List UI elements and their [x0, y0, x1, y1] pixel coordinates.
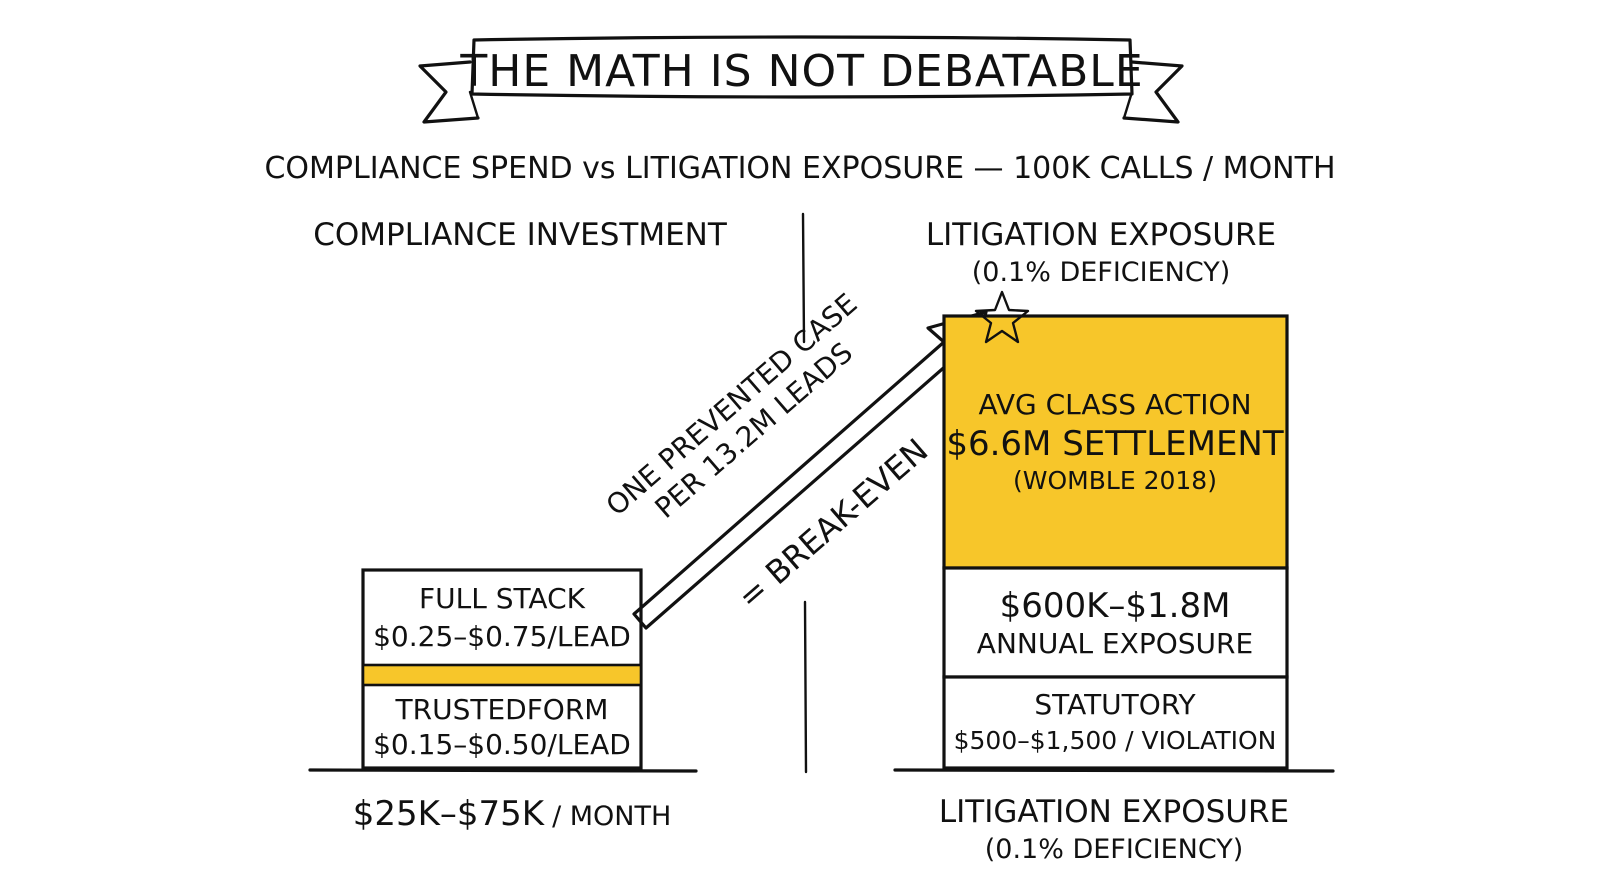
class-action-block — [942, 314, 1289, 570]
banner-fold-right — [1122, 90, 1134, 120]
diagram-subtitle: COMPLIANCE SPEND vs LITIGATION EXPOSURE … — [264, 151, 1335, 186]
exposure-stack: AVG CLASS ACTION $6.6M SETTLEMENT (WOMBL… — [942, 290, 1289, 770]
banner-title: THE MATH IS NOT DEBATABLE — [459, 46, 1143, 97]
annual-exposure-block — [942, 566, 1289, 679]
arrow-result: = BREAK-EVEN — [730, 431, 935, 616]
center-divider-top — [801, 212, 806, 344]
banner-fold-left — [468, 90, 480, 120]
statutory-block — [942, 675, 1289, 770]
compliance-accent-band — [361, 663, 643, 687]
banner-ribbon-left-tail — [418, 60, 480, 124]
statutory-range: $500–$1,500 / VIOLATION — [954, 726, 1277, 755]
annual-exposure-value: $600K–$1.8M — [1000, 586, 1231, 626]
center-divider-bottom — [803, 600, 808, 774]
star-icon — [974, 290, 1030, 344]
right-footer: LITIGATION EXPOSURE — [939, 794, 1289, 830]
right-heading-sub: (0.1% DEFICIENCY) — [972, 257, 1231, 288]
title-banner: THE MATH IS NOT DEBATABLE — [418, 35, 1184, 124]
break-even-arrow: ONE PREVENTED CASE PER 13.2M LEADS = BRE… — [600, 287, 988, 630]
left-heading: COMPLIANCE INVESTMENT — [313, 217, 728, 253]
break-even-label: = BREAK-EVEN — [730, 431, 935, 616]
right-heading: LITIGATION EXPOSURE — [926, 217, 1276, 253]
annual-exposure-label: ANNUAL EXPOSURE — [977, 627, 1253, 660]
banner-body — [470, 35, 1134, 99]
class-action-line-1: AVG CLASS ACTION — [978, 388, 1251, 421]
class-action-source: (WOMBLE 2018) — [1013, 466, 1217, 495]
compliance-stack: FULL STACK $0.25–$0.75/LEAD TRUSTEDFORM … — [361, 568, 643, 770]
full-stack-price: $0.25–$0.75/LEAD — [373, 620, 631, 653]
total-unit: / MONTH — [552, 801, 671, 832]
trustedform-title: TRUSTEDFORM — [395, 693, 609, 726]
banner-ribbon-right-tail — [1122, 60, 1184, 124]
statutory-title: STATUTORY — [1034, 688, 1196, 721]
total-value: $25K–$75K — [353, 794, 546, 834]
left-total: $25K–$75K/ MONTH — [353, 794, 672, 834]
class-action-line-2: $6.6M SETTLEMENT — [946, 424, 1284, 464]
full-stack-title: FULL STACK — [419, 582, 586, 615]
right-baseline — [893, 768, 1335, 773]
trustedform-price: $0.15–$0.50/LEAD — [373, 728, 631, 761]
arrow-line-1: ONE PREVENTED CASE — [600, 287, 864, 522]
right-footer-sub: (0.1% DEFICIENCY) — [985, 834, 1244, 865]
left-baseline — [308, 768, 698, 773]
